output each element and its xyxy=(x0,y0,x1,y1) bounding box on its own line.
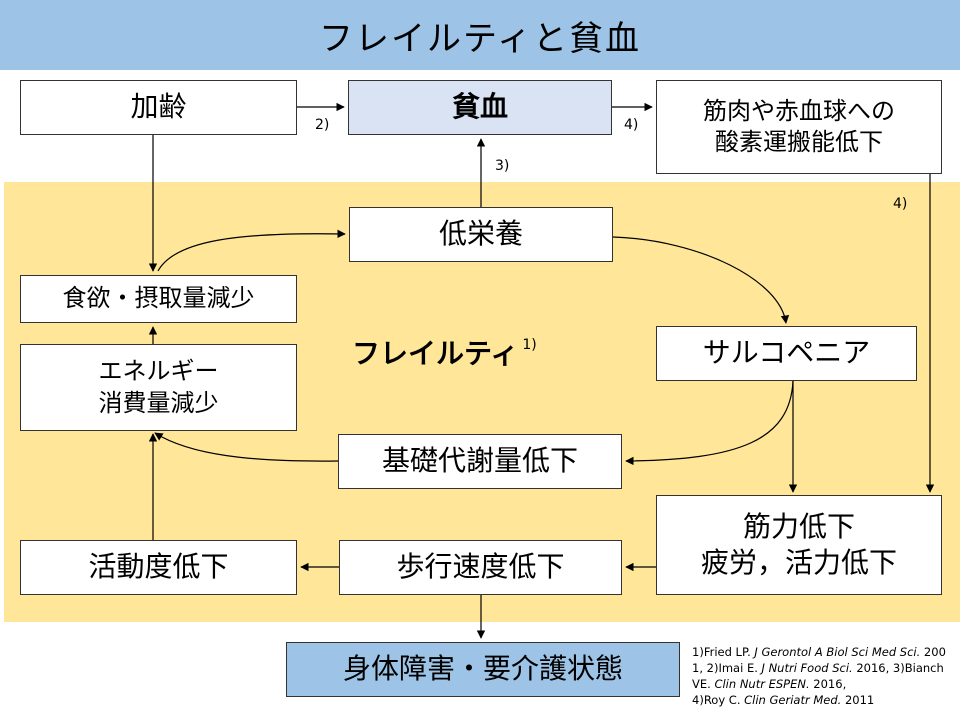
oxygen-transport-line1: 筋肉や赤血球への xyxy=(703,96,895,125)
outcome-label: 身体障害・要介護状態 xyxy=(342,652,623,686)
arrow-malnutrition-sarcopenia xyxy=(612,236,790,324)
malnutrition-label: 低栄養 xyxy=(438,217,523,251)
outcome-box: 身体障害・要介護状態 xyxy=(286,642,680,697)
page-title: フレイルティと貧血 xyxy=(319,18,641,59)
reference-2: 2)Imai E. J Nutri Food Sci. 2016, xyxy=(706,661,893,675)
bmr-box: 基礎代謝量低下 xyxy=(338,434,622,489)
energy-box: エネルギー 消費量減少 xyxy=(20,344,297,431)
strength-line2: 疲労，活力低下 xyxy=(700,546,897,579)
aging-box: 加齢 xyxy=(20,80,297,135)
activity-box: 活動度低下 xyxy=(20,540,297,595)
edge-label-oxygen-strength: 4) xyxy=(893,196,908,212)
anemia-box: 貧血 xyxy=(348,80,612,135)
oxygen-transport-line2: 酸素運搬能低下 xyxy=(715,128,883,156)
malnutrition-box: 低栄養 xyxy=(349,207,613,262)
frailty-ref: 1) xyxy=(522,337,537,353)
activity-label: 活動度低下 xyxy=(88,550,229,584)
appetite-box: 食欲・摂取量減少 xyxy=(20,275,297,323)
sarcopenia-label: サルコペニア xyxy=(702,336,871,370)
title-bar: フレイルティと貧血 xyxy=(0,0,960,70)
energy-line1: エネルギー xyxy=(98,357,219,386)
sarcopenia-box: サルコペニア xyxy=(656,326,917,381)
arrow-sarcopenia-bmr xyxy=(625,380,794,466)
reference-4: 4)Roy C. Clin Geriatr Med. 2011 xyxy=(692,693,875,707)
edge-label-malnutrition-anemia: 3) xyxy=(495,158,510,174)
reference-3: 3)Bianch VE. Clin Nutr ESPEN. 2016, xyxy=(692,661,944,691)
strength-box: 筋力低下 疲労，活力低下 xyxy=(656,495,942,595)
energy-line2: 消費量減少 xyxy=(98,388,219,417)
anemia-label: 貧血 xyxy=(451,90,508,124)
edge-label-aging-anemia: 2) xyxy=(315,117,330,133)
aging-label: 加齢 xyxy=(130,90,187,124)
walking-box: 歩行速度低下 xyxy=(339,540,622,595)
reference-1: 1)Fried LP. J Gerontol A Biol Sci Med Sc… xyxy=(692,645,946,675)
walking-label: 歩行速度低下 xyxy=(396,550,565,584)
strength-line1: 筋力低下 xyxy=(742,509,855,543)
oxygen-transport-box: 筋肉や赤血球への 酸素運搬能低下 xyxy=(656,80,942,174)
arrow-appetite-malnutrition xyxy=(157,229,346,272)
references: 1)Fried LP. J Gerontol A Biol Sci Med Sc… xyxy=(692,644,954,708)
bmr-label: 基礎代謝量低下 xyxy=(381,444,578,478)
appetite-label: 食欲・摂取量減少 xyxy=(62,284,255,313)
arrow-bmr-energy xyxy=(154,432,339,462)
edge-label-anemia-oxygen: 4) xyxy=(624,117,639,133)
frailty-title: フレイルティ xyxy=(352,337,519,370)
